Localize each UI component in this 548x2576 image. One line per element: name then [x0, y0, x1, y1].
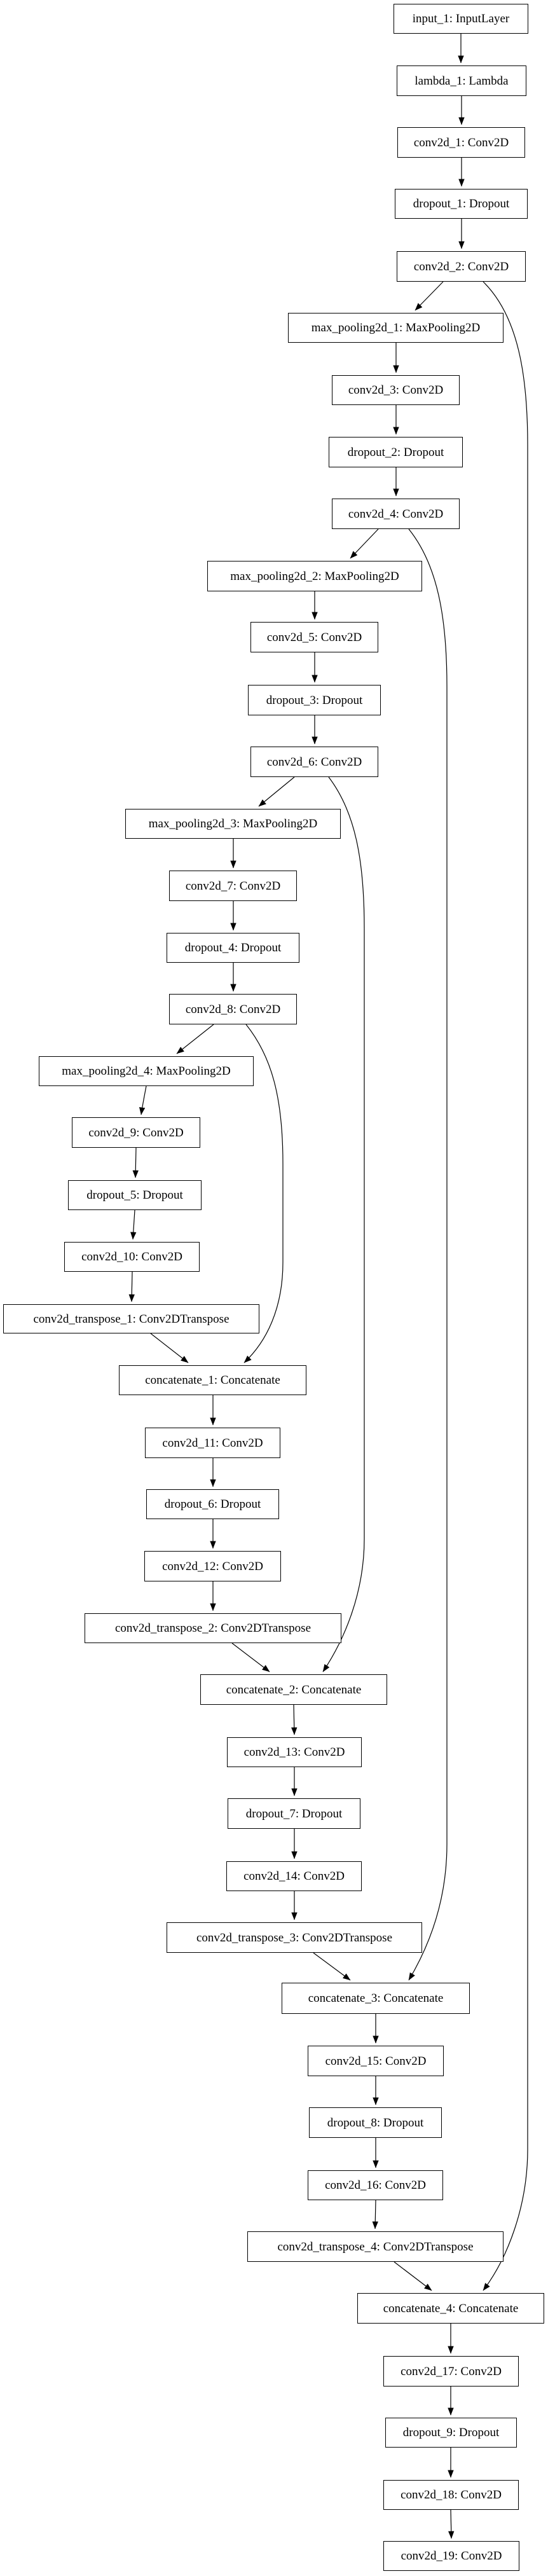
node-conv2d_3: conv2d_3: Conv2D	[332, 375, 460, 405]
node-conv2d_12: conv2d_12: Conv2D	[144, 1551, 281, 1581]
node-conv2d_2: conv2d_2: Conv2D	[397, 251, 526, 282]
node-conv2d_17: conv2d_17: Conv2D	[383, 2356, 519, 2387]
node-dropout_1: dropout_1: Dropout	[395, 189, 528, 219]
node-dropout_3: dropout_3: Dropout	[248, 685, 381, 715]
node-dropout_2: dropout_2: Dropout	[329, 437, 463, 467]
node-concatenate_3: concatenate_3: Concatenate	[282, 1983, 470, 2014]
node-concatenate_2: concatenate_2: Concatenate	[200, 1674, 387, 1705]
node-max_pooling2d_1: max_pooling2d_1: MaxPooling2D	[288, 313, 503, 343]
node-conv2d_15: conv2d_15: Conv2D	[308, 2046, 444, 2076]
node-dropout_6: dropout_6: Dropout	[146, 1489, 279, 1519]
node-conv2d_4: conv2d_4: Conv2D	[332, 499, 460, 529]
edge-conv2d_4-concatenate_3	[408, 528, 448, 1981]
edge-conv2d_transpose_4-concatenate_4	[394, 2261, 432, 2291]
node-conv2d_19: conv2d_19: Conv2D	[383, 2541, 519, 2571]
edge-conv2d_9-dropout_5	[132, 1147, 139, 1178]
node-conv2d_9: conv2d_9: Conv2D	[72, 1117, 200, 1148]
node-conv2d_13: conv2d_13: Conv2D	[227, 1737, 362, 1767]
node-conv2d_5: conv2d_5: Conv2D	[250, 622, 378, 652]
node-conv2d_14: conv2d_14: Conv2D	[226, 1861, 362, 1891]
edge-conv2d_transpose_1-concatenate_1	[150, 1333, 189, 1363]
node-dropout_8: dropout_8: Dropout	[309, 2107, 442, 2138]
node-conv2d_16: conv2d_16: Conv2D	[308, 2170, 443, 2200]
node-dropout_7: dropout_7: Dropout	[228, 1798, 360, 1829]
node-conv2d_1: conv2d_1: Conv2D	[397, 127, 525, 158]
node-dropout_9: dropout_9: Dropout	[385, 2418, 517, 2448]
node-dropout_5: dropout_5: Dropout	[68, 1180, 202, 1210]
node-input_1: input_1: InputLayer	[394, 4, 528, 34]
node-dropout_4: dropout_4: Dropout	[167, 933, 299, 963]
node-concatenate_4: concatenate_4: Concatenate	[357, 2293, 544, 2324]
node-lambda_1: lambda_1: Lambda	[397, 65, 526, 96]
node-conv2d_11: conv2d_11: Conv2D	[145, 1428, 280, 1458]
edge-dropout_5-conv2d_10	[130, 1209, 137, 1240]
edge-conv2d_6-concatenate_2	[322, 776, 365, 1672]
node-conv2d_6: conv2d_6: Conv2D	[250, 747, 378, 777]
edge-conv2d_4-max_pooling2d_2	[350, 528, 379, 559]
edge-conv2d_2-max_pooling2d_1	[414, 281, 444, 311]
node-concatenate_1: concatenate_1: Concatenate	[119, 1365, 306, 1395]
edge-conv2d_16-conv2d_transpose_4	[372, 2200, 378, 2229]
edge-conv2d_2-concatenate_4	[483, 281, 528, 2291]
edge-conv2d_8-concatenate_1	[243, 1024, 284, 1363]
node-conv2d_transpose_4: conv2d_transpose_4: Conv2DTranspose	[247, 2231, 503, 2262]
node-conv2d_transpose_1: conv2d_transpose_1: Conv2DTranspose	[3, 1304, 259, 1333]
edge-conv2d_8-max_pooling2d_4	[176, 1024, 214, 1054]
node-max_pooling2d_2: max_pooling2d_2: MaxPooling2D	[207, 561, 422, 591]
edge-max_pooling2d_4-conv2d_9	[139, 1085, 147, 1115]
node-max_pooling2d_3: max_pooling2d_3: MaxPooling2D	[125, 809, 341, 839]
node-conv2d_18: conv2d_18: Conv2D	[383, 2480, 519, 2510]
edge-conv2d_6-max_pooling2d_3	[258, 776, 295, 807]
node-conv2d_7: conv2d_7: Conv2D	[169, 871, 297, 901]
edge-conv2d_transpose_2-concatenate_2	[231, 1643, 270, 1672]
node-conv2d_transpose_2: conv2d_transpose_2: Conv2DTranspose	[85, 1613, 341, 1643]
node-max_pooling2d_4: max_pooling2d_4: MaxPooling2D	[39, 1056, 254, 1086]
node-conv2d_transpose_3: conv2d_transpose_3: Conv2DTranspose	[167, 1922, 422, 1953]
node-conv2d_10: conv2d_10: Conv2D	[64, 1242, 200, 1272]
node-conv2d_8: conv2d_8: Conv2D	[169, 994, 297, 1024]
edge-conv2d_transpose_3-concatenate_3	[313, 1952, 351, 1981]
